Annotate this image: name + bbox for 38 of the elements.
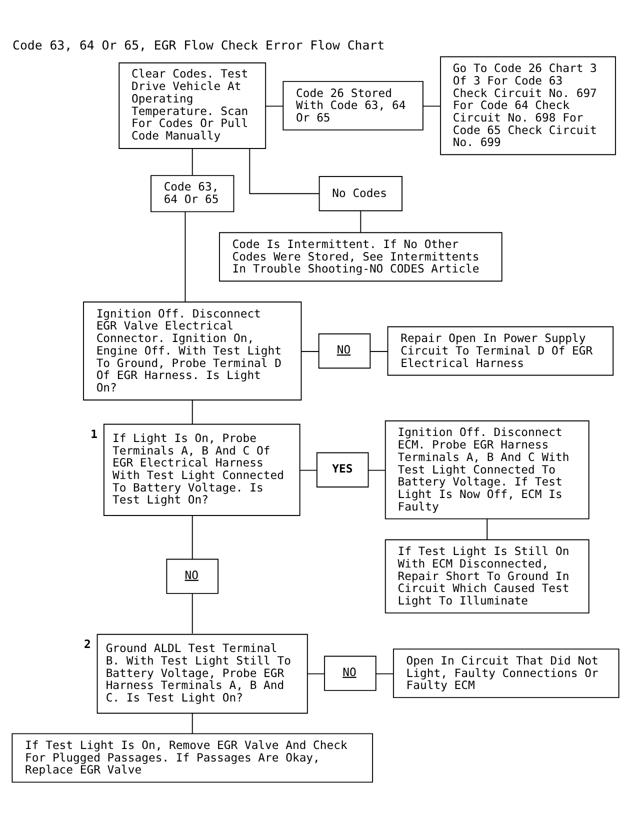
connector <box>192 399 193 424</box>
node-box: Code Is Intermittent. If No Other Codes Were Stored, See Intermittents In Trouble Shooting-NO CODES Article <box>219 232 502 282</box>
diagram-title: Code 63, 64 Or 65, EGR Flow Check Error Flow Chart <box>12 38 385 52</box>
node-box: Repair Open In Power Supply Circuit To Terminal D Of EGR Electrical Harness <box>387 326 614 376</box>
node-label: 2 <box>84 636 91 651</box>
node-box: Go To Code 26 Chart 3 Of 3 For Code 63 Check Circuit No. 697 For Code 64 Check Circuit No. 698 For Code 65 Check Circuit No. 699 <box>440 56 616 155</box>
node-box: NO <box>318 332 371 368</box>
connector <box>265 105 284 106</box>
connector <box>192 712 193 734</box>
node-box: Code 26 Stored With Code 63, 64 Or 65 <box>282 80 424 130</box>
node-box: Open In Circuit That Did Not Light, Faulty Connections Or Faulty ECM <box>392 648 620 698</box>
connector <box>299 469 318 470</box>
connector <box>192 592 193 634</box>
connector <box>370 350 388 352</box>
connector <box>249 148 320 194</box>
connector <box>192 514 193 560</box>
node-box: NO <box>166 558 219 594</box>
node-box: Clear Codes. Test Drive Vehicle At Operating Temperature. Scan For Codes Or Pull Code Manually <box>118 62 266 148</box>
node-box: If Test Light Is Still On With ECM Disconnected, Repair Short To Ground In Circuit Which Caused Test Light To Illuminate <box>384 538 590 613</box>
node-box: If Light Is On, Probe Terminals A, B And C Of EGR Electrical Harness With Test Light Connected To Battery Voltage. Is Test Light On? <box>103 423 300 516</box>
connector <box>360 210 362 232</box>
node-box: If Test Light Is On, Remove EGR Valve And Check For Plugged Passages. If Passages Are Okay, Replace EGR Valve <box>12 732 374 782</box>
node-box: Ignition Off. Disconnect EGR Valve Electrical Connector. Ignition On, Engine Off. With Test Light To Ground, Probe Terminal D Of EGR Harness. Is Light On? <box>83 301 302 400</box>
connector <box>422 105 441 106</box>
node-box: No Codes <box>318 176 402 211</box>
node-box: Ground ALDL Test Terminal B. With Test Light Still To Battery Voltage, Probe EGR Harness Terminals A, B And C. Is Test Light On? <box>96 633 308 714</box>
connector <box>300 350 320 352</box>
node-label: 1 <box>90 426 98 441</box>
connector <box>184 211 186 302</box>
connector <box>375 672 394 674</box>
node-box: Ignition Off. Disconnect ECM. Probe EGR Harness Terminals A, B And C With Test Light Connected To Battery Voltage. If Test Light Is Now Off, ECM Is Faulty <box>384 420 590 519</box>
node-box: NO <box>324 655 376 690</box>
connector <box>368 469 386 470</box>
connector <box>486 518 488 540</box>
node-box: YES <box>316 452 369 487</box>
node-box: Code 63, 64 Or 65 <box>150 174 234 212</box>
connector <box>306 672 325 674</box>
connector <box>192 148 193 176</box>
